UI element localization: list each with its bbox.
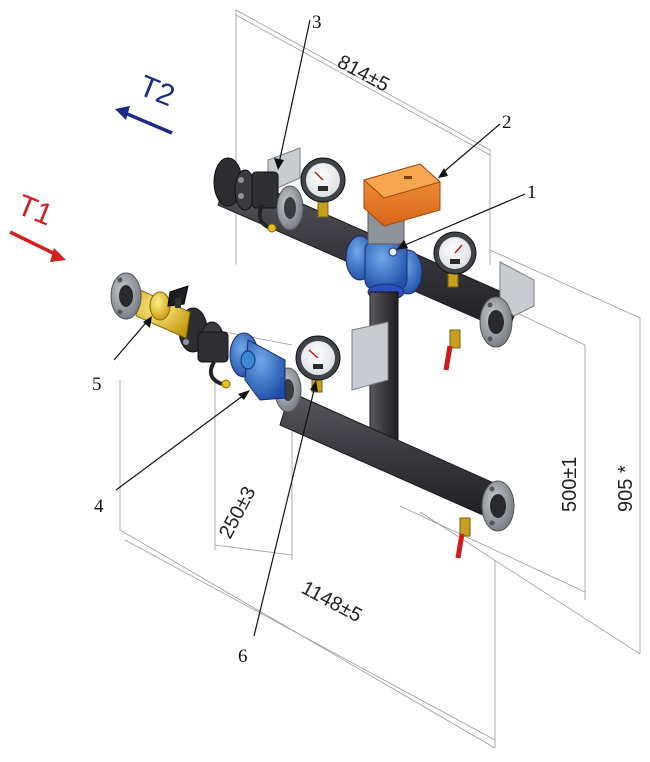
dimension-top: 814±5: [334, 51, 393, 96]
dimension-depth: 250±3: [215, 483, 260, 542]
callout-1: 1: [527, 182, 537, 203]
lower-drain-valve: [455, 517, 471, 559]
upper-manifold: [213, 147, 535, 371]
lower-bracket: [351, 321, 389, 391]
lower-manifold: [110, 272, 515, 559]
balancing-valve-handwheel: [167, 285, 189, 307]
flow-t1-label: T1: [13, 189, 58, 233]
pump-strainer: [229, 332, 286, 401]
upper-left-gauge: [300, 157, 346, 218]
callout-arrowheads: [143, 158, 448, 400]
upper-drain-valve: [443, 329, 461, 371]
upper-shutoff-valve: [251, 171, 279, 233]
callout-leaders: [113, 19, 526, 637]
callout-4: 4: [94, 496, 104, 517]
dimension-height-outer: 905 *: [615, 465, 637, 512]
callout-3: 3: [312, 12, 322, 33]
flow-t2-arrow: [115, 106, 130, 120]
callout-5: 5: [92, 374, 102, 395]
brass-balancing-valve: [135, 285, 191, 339]
upper-right-gauge: [433, 231, 477, 288]
lower-gauge: [295, 335, 341, 393]
upper-left-flange: [213, 157, 256, 211]
flow-t2-indicator: T2: [115, 69, 179, 135]
three-way-mixing-valve: [345, 235, 423, 301]
lower-left-flange: [110, 272, 142, 320]
lower-right-flange: [481, 480, 515, 532]
flow-t2-label: T2: [134, 69, 179, 113]
upper-right-flange: [479, 296, 513, 348]
callout-6: 6: [238, 646, 248, 667]
flow-t1-indicator: T1: [9, 189, 66, 262]
valve-actuator: [362, 163, 442, 245]
dimension-bottom: 1148±5: [298, 577, 366, 627]
dimension-height-inner: 500±1: [559, 457, 581, 512]
construction-lines: [119, 9, 641, 749]
upper-right-bracket: [499, 261, 535, 317]
flow-t1-arrow: [50, 248, 66, 262]
callout-2: 2: [502, 112, 512, 133]
